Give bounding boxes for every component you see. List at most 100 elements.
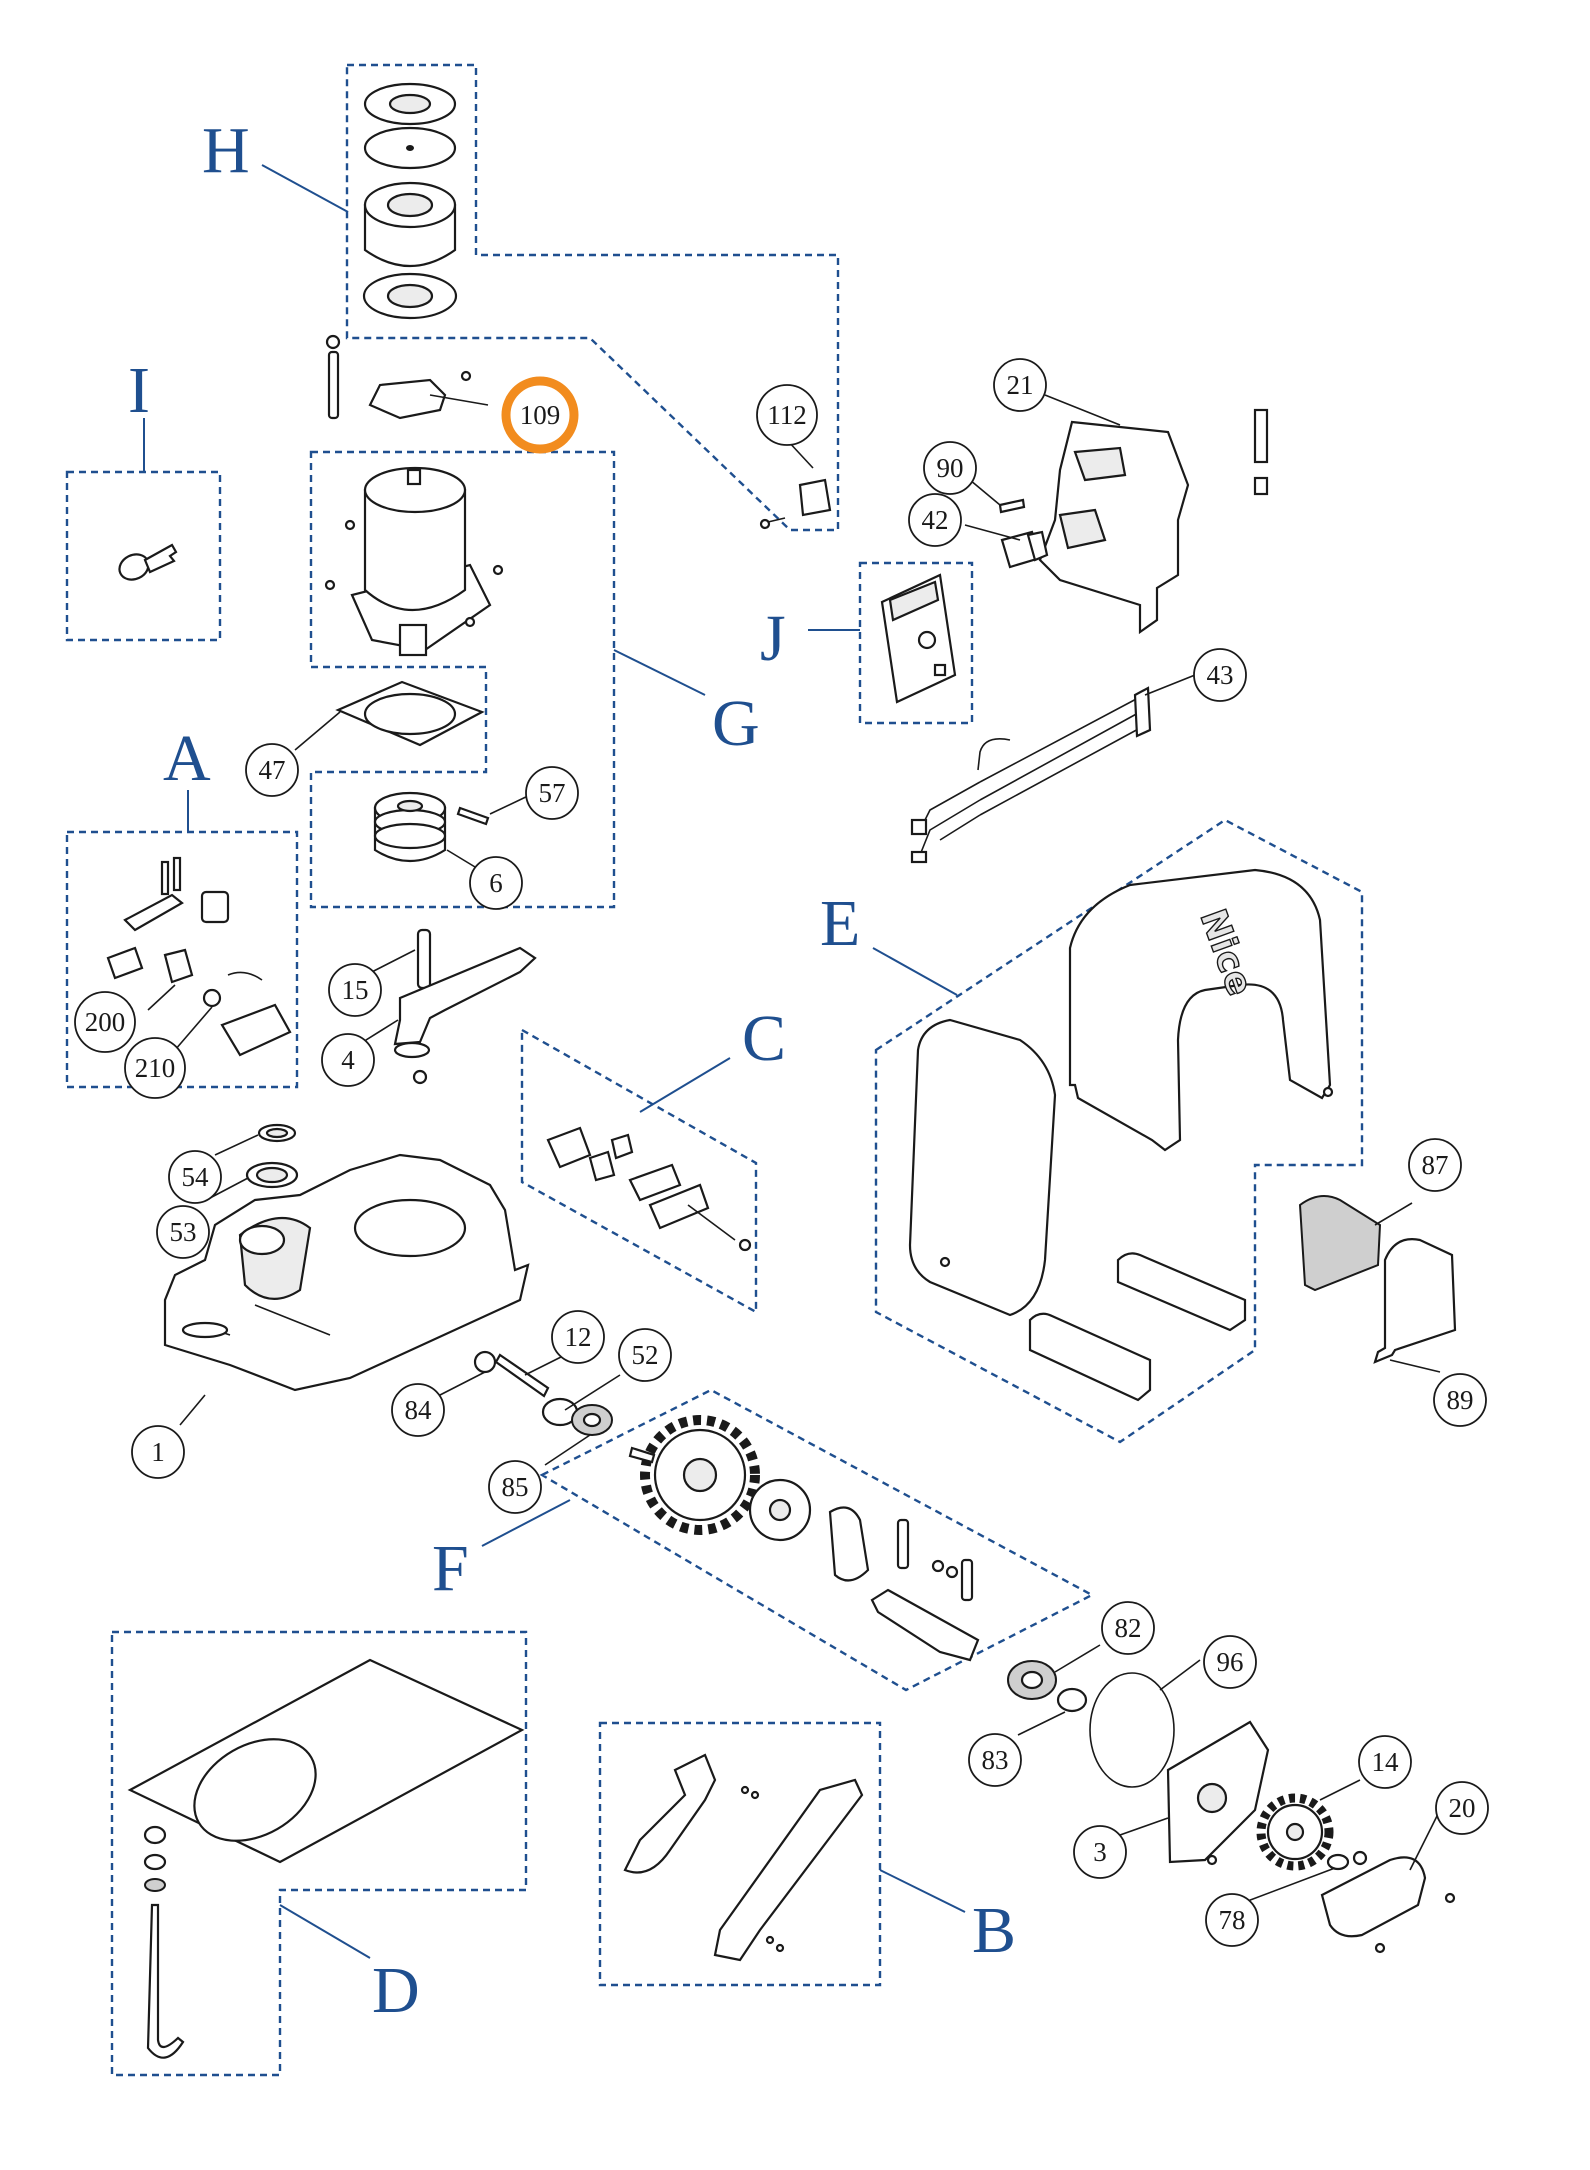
part-cover-E: Nice bbox=[908, 868, 1334, 1402]
callout-label-14: 14 bbox=[1372, 1747, 1400, 1777]
group-boxes bbox=[65, 63, 1364, 2077]
part-housing-1 bbox=[163, 1153, 530, 1392]
leader-D bbox=[279, 1904, 371, 1959]
callout-label-96: 96 bbox=[1217, 1647, 1244, 1677]
group-letter-G: G bbox=[712, 687, 760, 760]
callout-circle-15 bbox=[328, 963, 382, 1017]
callout-14: 14 bbox=[1358, 1735, 1412, 1789]
callout-label-85: 85 bbox=[502, 1472, 529, 1502]
part-terminals-42-90 bbox=[998, 498, 1049, 569]
callout-label-54: 54 bbox=[182, 1162, 210, 1192]
group-box-A bbox=[65, 830, 299, 1089]
callout-circle-1 bbox=[131, 1425, 185, 1479]
callout-52: 52 bbox=[618, 1328, 672, 1382]
callout-label-210: 210 bbox=[135, 1053, 176, 1083]
callout-57: 57 bbox=[525, 766, 579, 820]
group-letter-E: E bbox=[820, 887, 860, 960]
callout-circle-12 bbox=[551, 1310, 605, 1364]
group-letters: H I G J A E C F D B bbox=[128, 114, 1016, 2027]
callout-label-90: 90 bbox=[937, 453, 964, 483]
callout-label-12: 12 bbox=[565, 1322, 592, 1352]
callout-label-82: 82 bbox=[1115, 1613, 1142, 1643]
callout-label-78: 78 bbox=[1219, 1905, 1246, 1935]
callout-label-4: 4 bbox=[341, 1045, 355, 1075]
group-letter-J: J bbox=[760, 602, 786, 675]
part-grilles-87-89 bbox=[1298, 1195, 1457, 1364]
callout-circle-6 bbox=[469, 856, 523, 910]
callout-circle-20 bbox=[1435, 1781, 1489, 1835]
callout-96: 96 bbox=[1203, 1635, 1257, 1689]
callout-circle-112 bbox=[756, 384, 818, 446]
group-box-E bbox=[874, 818, 1364, 1444]
callout-20: 20 bbox=[1435, 1781, 1489, 1835]
leader-E bbox=[872, 947, 958, 996]
part-kit-A bbox=[106, 856, 292, 1057]
part-bracket-109 bbox=[325, 334, 472, 420]
callout-4: 4 bbox=[321, 1033, 375, 1087]
leader-C bbox=[639, 1057, 731, 1113]
callout-circle-14 bbox=[1358, 1735, 1412, 1789]
callout-label-42: 42 bbox=[922, 505, 949, 535]
callout-label-112: 112 bbox=[767, 400, 807, 430]
callout-circle-87 bbox=[1408, 1138, 1462, 1192]
callout-53: 53 bbox=[156, 1205, 210, 1259]
callout-83: 83 bbox=[968, 1733, 1022, 1787]
part-pinion-14 bbox=[1256, 1793, 1368, 1871]
gear-icon bbox=[628, 1415, 980, 1662]
callout-circle-52 bbox=[618, 1328, 672, 1382]
leader-B bbox=[879, 1869, 966, 1913]
callout-label-53: 53 bbox=[170, 1217, 197, 1247]
callout-43: 43 bbox=[1193, 648, 1247, 702]
callout-90: 90 bbox=[923, 441, 977, 495]
callout-circle-85 bbox=[488, 1460, 542, 1514]
callout-circle-4 bbox=[321, 1033, 375, 1087]
part-plate-3 bbox=[1166, 1720, 1270, 1866]
callout-1: 1 bbox=[131, 1425, 185, 1479]
callout-label-15: 15 bbox=[342, 975, 369, 1005]
callout-circle-109 bbox=[501, 376, 579, 454]
callout-label-47: 47 bbox=[259, 755, 286, 785]
group-leaders bbox=[143, 164, 966, 1959]
part-discs-H bbox=[362, 82, 458, 320]
part-cable-43 bbox=[910, 686, 1152, 864]
callout-label-83: 83 bbox=[982, 1745, 1009, 1775]
group-box-C bbox=[520, 1027, 758, 1315]
callout-15: 15 bbox=[328, 963, 382, 1017]
group-box-H bbox=[345, 63, 840, 532]
part-cap-20 bbox=[1320, 1856, 1456, 1954]
callout-circle-54 bbox=[168, 1150, 222, 1204]
leader-F bbox=[481, 1499, 571, 1547]
part-seals-53-54 bbox=[245, 1123, 299, 1189]
leader-G bbox=[613, 649, 706, 696]
group-box-D bbox=[110, 1630, 528, 2077]
callout-label-109: 109 bbox=[520, 400, 561, 430]
callout-circle-89 bbox=[1433, 1373, 1487, 1427]
group-letter-C: C bbox=[742, 1002, 786, 1075]
callout-210: 210 bbox=[124, 1037, 186, 1099]
callout-82: 82 bbox=[1101, 1601, 1155, 1655]
callout-109: 109 bbox=[501, 376, 579, 454]
group-letter-B: B bbox=[972, 1894, 1016, 1967]
callout-label-57: 57 bbox=[539, 778, 566, 808]
callout-6: 6 bbox=[469, 856, 523, 910]
callout-3: 3 bbox=[1073, 1825, 1127, 1879]
part-pulley-6 bbox=[373, 791, 490, 862]
callout-circle-210 bbox=[124, 1037, 186, 1099]
parts: Nice bbox=[106, 82, 1457, 2059]
part-control-unit-21 bbox=[1038, 408, 1269, 635]
part-switch-C bbox=[546, 1126, 752, 1252]
callout-78: 78 bbox=[1205, 1893, 1259, 1947]
callout-circle-96 bbox=[1203, 1635, 1257, 1689]
group-letter-A: A bbox=[163, 722, 211, 795]
callout-label-6: 6 bbox=[489, 868, 503, 898]
group-letter-H: H bbox=[202, 114, 250, 187]
callout-circle-42 bbox=[908, 493, 962, 547]
callout-label-89: 89 bbox=[1447, 1385, 1474, 1415]
key-icon bbox=[118, 543, 178, 581]
callout-label-3: 3 bbox=[1093, 1837, 1107, 1867]
callout-12: 12 bbox=[551, 1310, 605, 1364]
group-letter-F: F bbox=[432, 1532, 469, 1605]
callout-label-52: 52 bbox=[632, 1340, 659, 1370]
